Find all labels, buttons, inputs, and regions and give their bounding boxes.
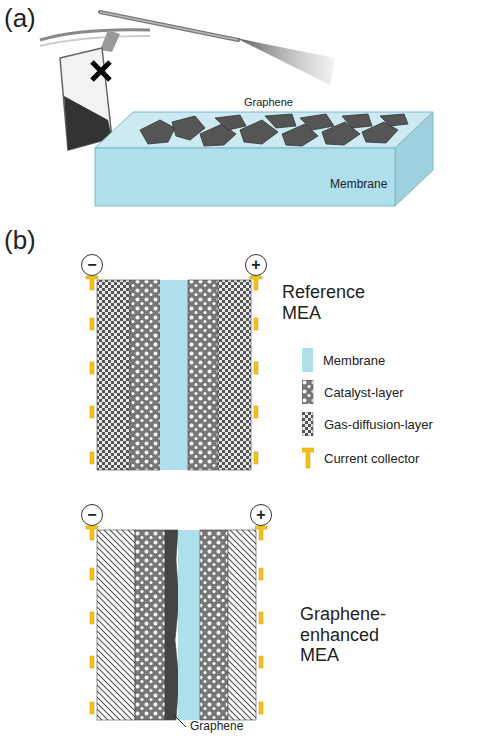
legend-entry: Catalyst-layer [302, 380, 403, 404]
polarity-sign: − [87, 507, 96, 523]
part-label: Graphene [190, 720, 243, 734]
legend-text: Gas-diffusion-layer [324, 417, 433, 432]
legend-entry: Membrane [302, 348, 385, 372]
legend-swatch [302, 412, 314, 436]
part-label: Membrane [330, 178, 387, 192]
part-label: Graphene-enhanced MEA [300, 604, 392, 666]
legend-swatch [302, 446, 314, 470]
legend-text: Catalyst-layer [324, 385, 403, 400]
polarity-circle: − [81, 504, 103, 526]
leader-line [173, 714, 186, 727]
membrane-slab [95, 112, 433, 206]
part-label: Reference MEA [282, 282, 377, 323]
polarity-sign: + [251, 257, 260, 273]
legend-entry: Gas-diffusion-layer [302, 412, 433, 436]
current-collector [86, 276, 267, 714]
legend-swatch [302, 380, 314, 404]
legend-text: Current collector [324, 451, 419, 466]
polarity-circle: − [81, 254, 103, 276]
polarity-sign: + [256, 507, 265, 523]
panel-label: (b) [4, 226, 36, 256]
legend-entry: Current collector [302, 446, 419, 470]
graphene-flakes [140, 114, 408, 146]
polarity-sign: − [87, 257, 96, 273]
graphene-enhanced-mea [97, 530, 256, 720]
legend-swatch [302, 348, 313, 372]
polarity-circle: + [245, 254, 267, 276]
legend-text: Membrane [323, 353, 385, 368]
polarity-circle: + [250, 504, 272, 526]
part-label: Graphene [244, 96, 293, 109]
panel-label: (a) [4, 4, 36, 34]
reference-mea [97, 280, 251, 470]
